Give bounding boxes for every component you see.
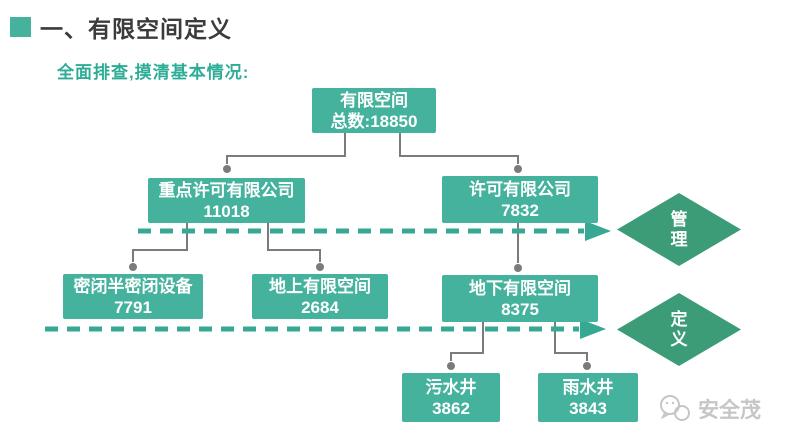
node-label: 重点许可有限公司 <box>158 180 295 200</box>
dashed-arrows <box>45 221 611 339</box>
edge-underground-sewage <box>450 322 484 361</box>
node-value: 总数:18850 <box>330 111 418 131</box>
page-title: 一、有限空间定义 <box>40 16 232 42</box>
node-value: 3862 <box>432 398 470 418</box>
node-enclosed: 密闭半密闭设备 7791 <box>63 274 203 319</box>
node-permit: 许可有限公司 7832 <box>442 176 598 223</box>
node-value: 7791 <box>114 297 152 317</box>
node-label: 地上有限空间 <box>269 276 371 296</box>
edge-underground-rain <box>554 322 588 361</box>
edge-dot <box>583 362 591 370</box>
edge-dot <box>514 165 522 173</box>
edge-dot <box>223 165 231 173</box>
edge-total-permit <box>399 133 519 164</box>
node-value: 7832 <box>501 200 539 220</box>
edge-dot <box>129 263 137 271</box>
page-header: 一、有限空间定义 <box>10 10 232 44</box>
node-value: 8375 <box>501 299 539 319</box>
diamond-label: 定义 <box>670 309 688 349</box>
node-key-permit: 重点许可有限公司 11018 <box>148 178 305 223</box>
edge-total-keypermit <box>226 133 346 164</box>
node-label: 有限空间 <box>340 90 408 110</box>
node-above-ground: 地上有限空间 2684 <box>252 274 388 319</box>
title-bullet-icon <box>10 17 31 37</box>
edge-keypermit-aboveground <box>267 223 321 262</box>
diamond-label: 管理 <box>670 209 688 249</box>
node-value: 3843 <box>569 398 607 418</box>
edge-dot <box>447 362 455 370</box>
edge-keypermit-enclosed <box>132 223 188 262</box>
node-underground: 地下有限空间 8375 <box>442 275 598 322</box>
node-total: 有限空间 总数:18850 <box>312 88 436 133</box>
node-value: 11018 <box>203 201 250 221</box>
node-label: 地下有限空间 <box>469 278 571 298</box>
node-value: 2684 <box>301 297 339 317</box>
node-label: 许可有限公司 <box>469 179 571 199</box>
edge-dot <box>316 263 324 271</box>
node-label: 雨水井 <box>562 377 614 397</box>
manage-arrowhead-icon <box>585 221 611 241</box>
tree-connectors <box>129 133 591 370</box>
define-arrowhead-icon <box>580 319 606 339</box>
watermark-label: 安全茂 <box>698 399 761 422</box>
wechat-icon <box>660 395 690 421</box>
node-label: 密闭半密闭设备 <box>73 276 193 296</box>
edge-dot <box>514 264 522 272</box>
subtitle: 全面排查,摸清基本情况: <box>57 63 250 82</box>
node-sewage-well: 污水井 3862 <box>402 373 500 422</box>
node-label: 污水井 <box>425 377 477 397</box>
watermark: 安全茂 <box>657 394 761 424</box>
node-rain-well: 雨水井 3843 <box>538 373 638 422</box>
